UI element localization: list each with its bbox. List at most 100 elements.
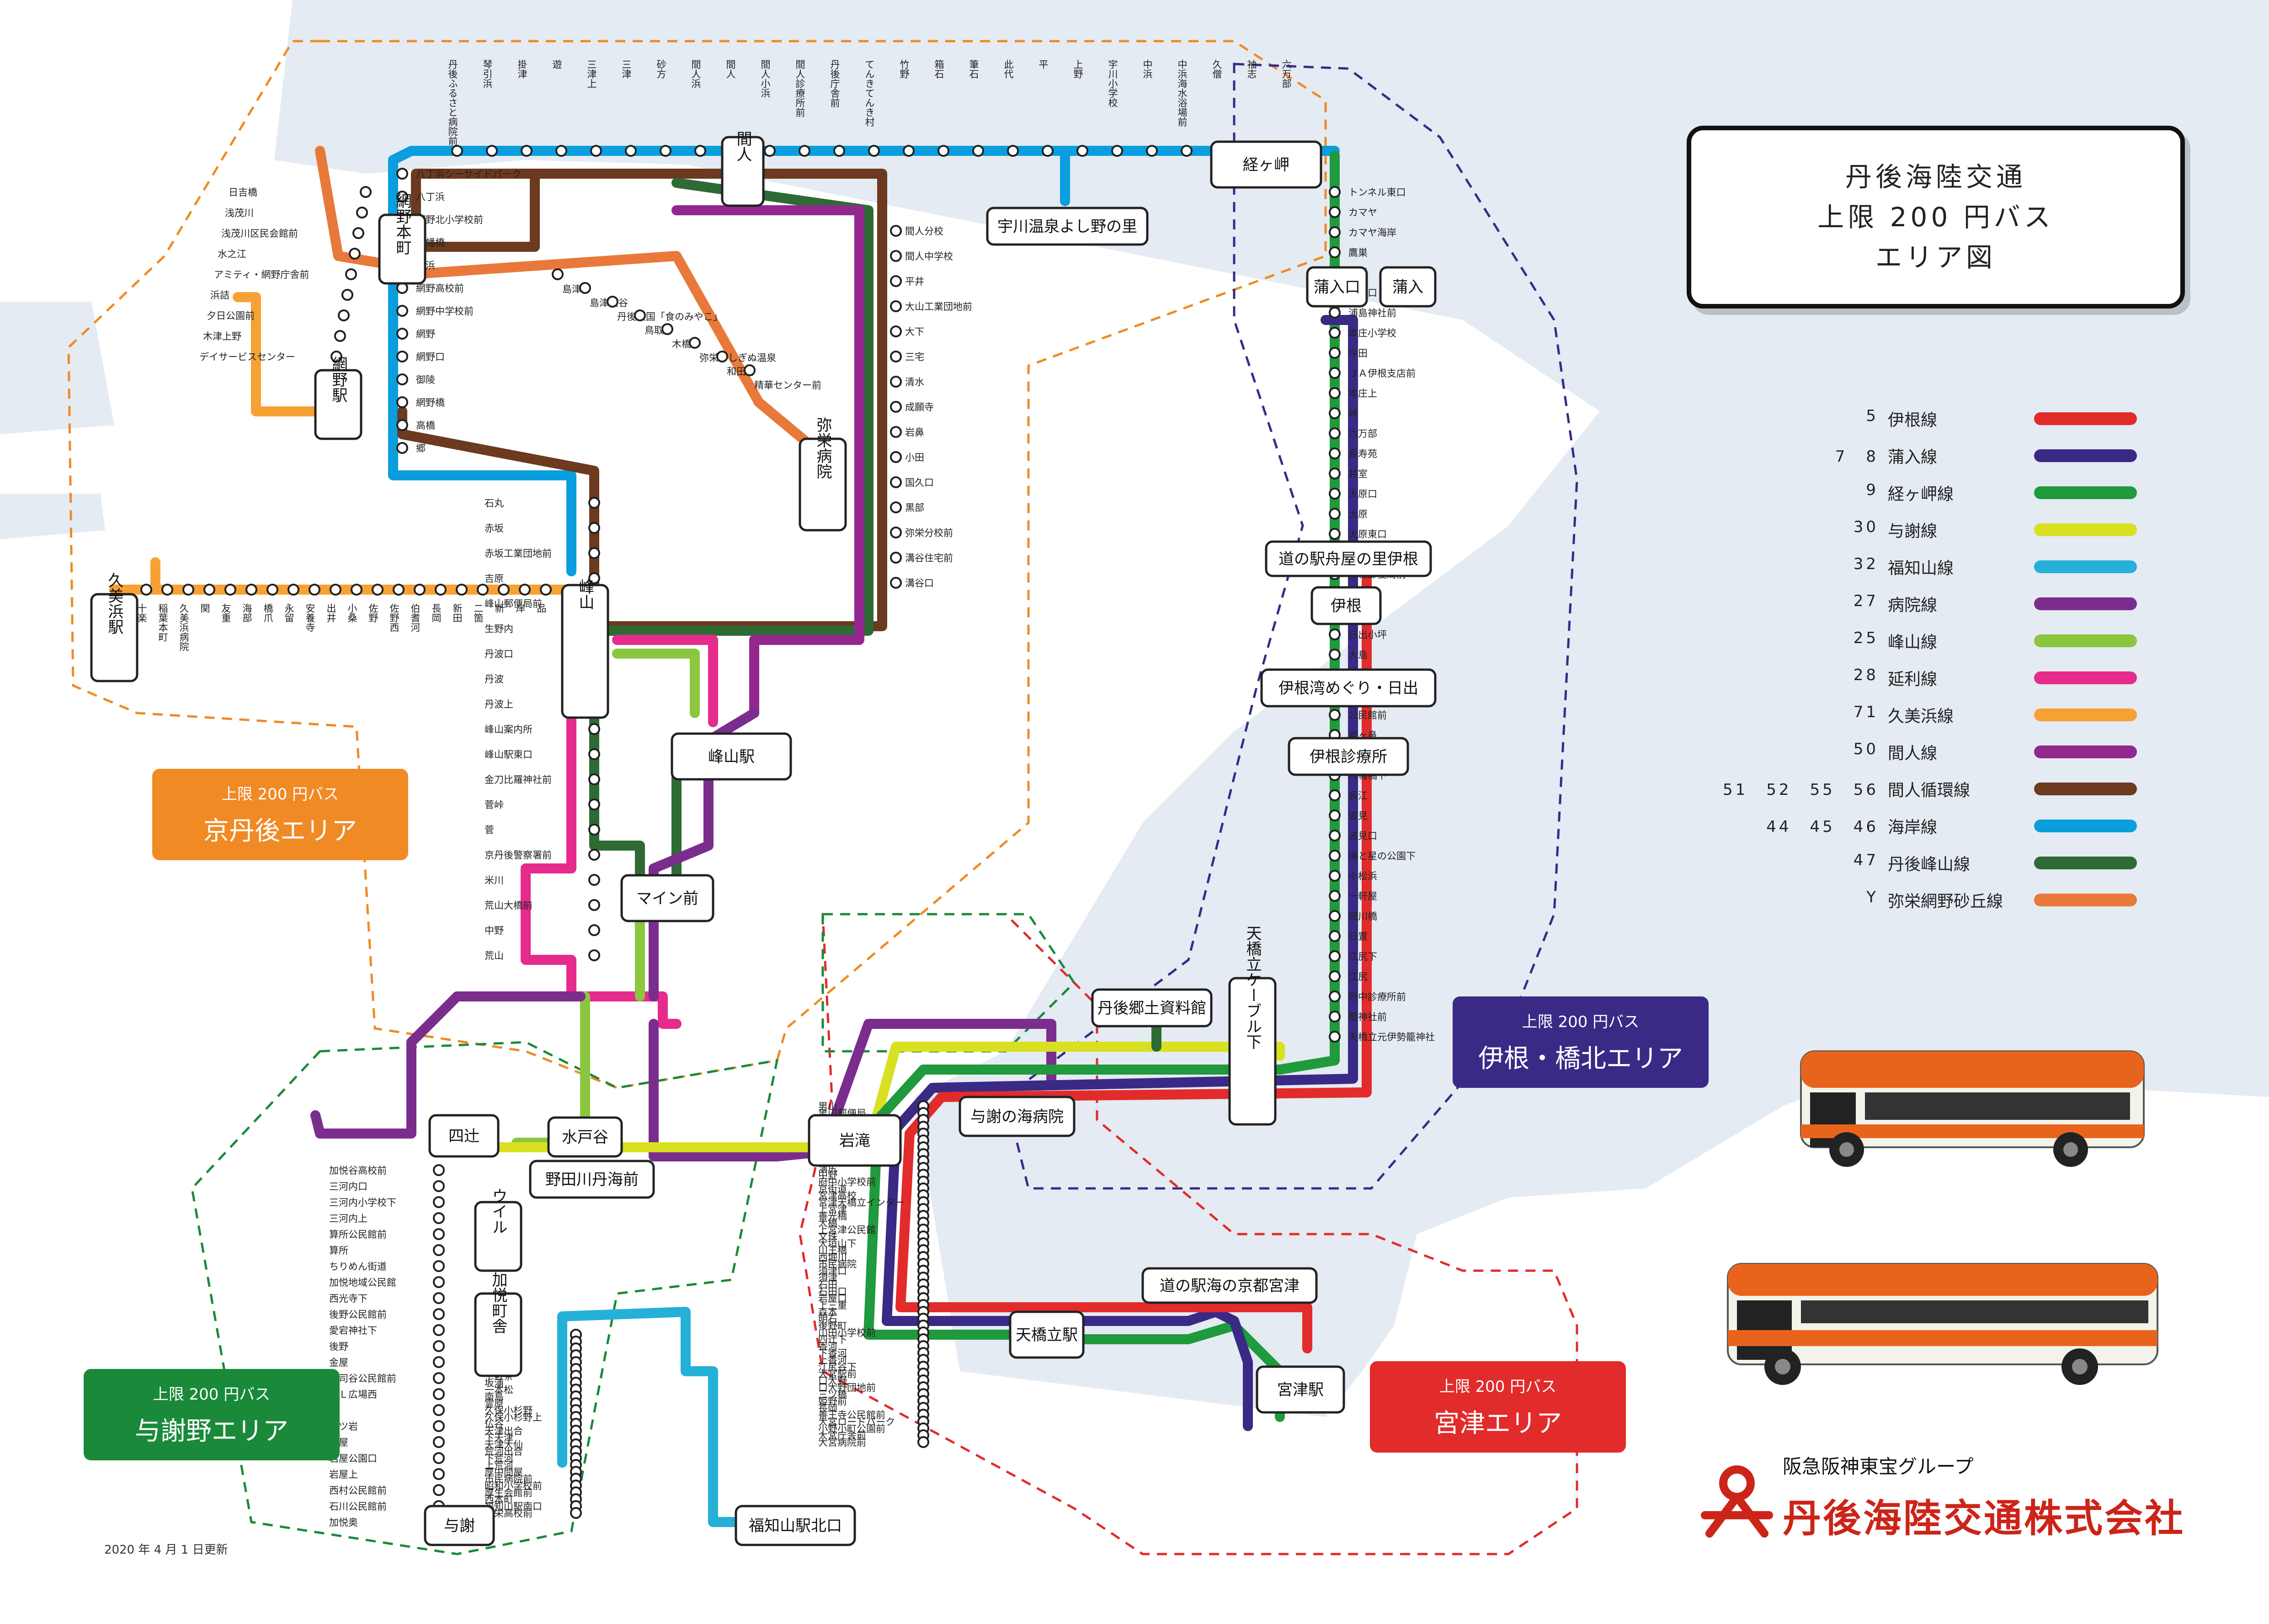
station-box xyxy=(474,1292,522,1377)
stop-label: 赤坂工業団地前 xyxy=(485,548,552,559)
title-line-1: 丹後海陸交通 xyxy=(1845,161,2026,192)
stop-dot xyxy=(1329,930,1341,942)
stop-dot xyxy=(660,145,671,157)
stop-label: 筆石 xyxy=(968,59,979,79)
stop-label: ちりめん街道 xyxy=(329,1261,387,1272)
stop-label: 市民病院 xyxy=(818,1259,857,1270)
area-kyotango-sub: 上限 200 円バス xyxy=(221,785,339,804)
stop-dot xyxy=(588,773,600,785)
stop-dot xyxy=(1329,387,1341,399)
stop-dot xyxy=(716,351,728,362)
stop-label: 木津上野 xyxy=(203,331,241,342)
stop-dot xyxy=(1329,327,1341,339)
stop-label: 橋爪 xyxy=(262,603,273,623)
legend-color-bar xyxy=(2034,671,2137,684)
station-name: 蒲入口 xyxy=(1314,278,1360,297)
stop-label: 大宮ロードパーク xyxy=(818,1416,895,1427)
stop-label: 荒山大橋前 xyxy=(485,900,533,911)
stop-label: 精華センター前 xyxy=(754,380,821,391)
stop-dot xyxy=(1329,950,1341,962)
stop-label: 荒河出合 xyxy=(485,1446,523,1457)
stop-dot xyxy=(1329,809,1341,821)
station-nodagawa: 野田川丹海前 xyxy=(529,1160,655,1199)
station-box xyxy=(314,369,362,440)
stop-label: 久美浜病院 xyxy=(178,603,189,651)
stop-label: 鷹巣 xyxy=(1348,247,1368,258)
legend-route-number: 50 xyxy=(1853,740,1879,758)
station-kumihama-eki: 久美浜駅 xyxy=(90,572,138,682)
stop-dot xyxy=(1329,970,1341,982)
stop-dot xyxy=(634,309,646,321)
stop-label: 上司谷公民館前 xyxy=(329,1373,396,1384)
stop-label: 西光寺下 xyxy=(329,1293,368,1304)
stop-label: 大宮駅前 xyxy=(818,1368,857,1379)
station-name: 四辻 xyxy=(448,1127,479,1145)
station-box xyxy=(1260,668,1437,708)
stop-label: 成願寺 xyxy=(905,402,934,413)
stop-label: 菅峠 xyxy=(485,799,504,810)
legend-color-bar xyxy=(2034,412,2137,425)
stop-label: 弥栄あしぎぬ温泉 xyxy=(699,352,776,363)
legend-route-name: 丹後峰山線 xyxy=(1888,855,1971,874)
station-box xyxy=(1288,737,1409,776)
stop-dot xyxy=(588,824,600,836)
stop-label: 清水 xyxy=(905,377,924,388)
stop-dot xyxy=(451,145,463,157)
legend-row: 30 与謝線 xyxy=(1700,513,2157,550)
station-box xyxy=(721,136,765,207)
station-box xyxy=(808,1114,902,1167)
stop-label: 三宅 xyxy=(905,351,924,362)
ine-outline xyxy=(1004,63,1578,1190)
stop-label: 善王寺公民館前 xyxy=(818,1410,885,1421)
station-name: 天橋立ケーブル下 xyxy=(1243,925,1262,1049)
stop-label: 平井 xyxy=(905,276,924,287)
stop-label: 天津出合 xyxy=(485,1426,523,1437)
stop-dot xyxy=(1329,709,1341,721)
stop-dot xyxy=(396,191,408,202)
stop-dot xyxy=(1329,1011,1341,1022)
stop-dot xyxy=(890,275,902,287)
stop-label: 天橋立元伊勢籠神社 xyxy=(1348,1032,1435,1043)
station-name: 宮津駅 xyxy=(1277,1381,1324,1399)
stop-dot xyxy=(1329,789,1341,801)
stop-label: カマヤ xyxy=(1348,207,1377,218)
stop-label: 本庄上 xyxy=(1348,388,1377,399)
stop-label: 六万部 xyxy=(1281,59,1292,88)
area-ine-main: 伊根・橋北エリア xyxy=(1478,1044,1683,1074)
legend-color-bar xyxy=(2034,560,2137,573)
stop-label: 市民病院前 xyxy=(485,1474,533,1485)
stop-label: 府中小学校前 xyxy=(818,1177,876,1187)
stop-label: 網野北小学校前 xyxy=(416,214,483,225)
stop-label: 網野中学校前 xyxy=(416,306,474,317)
legend-route-number: 30 xyxy=(1853,518,1879,536)
station-michinoeki-miyazu: 道の駅海の京都宮津 xyxy=(1141,1267,1318,1304)
stop-dot xyxy=(890,577,902,589)
stop-label: 浅茂川区民会館前 xyxy=(221,228,298,239)
stop-label: 中浜海水浴場前 xyxy=(1177,59,1188,127)
stop-dot xyxy=(579,282,591,294)
station-box xyxy=(1009,1310,1085,1359)
station-yosa: 与謝 xyxy=(424,1505,495,1546)
area-miyazu: 上限 200 円バス 宮津エリア xyxy=(1370,1361,1626,1453)
stop-label: 坂浦 xyxy=(485,1378,504,1389)
stop-label: 森本 xyxy=(818,1307,837,1318)
route-enri xyxy=(521,635,718,1029)
stop-label: 網野口 xyxy=(416,351,445,362)
stop-dot xyxy=(1181,145,1193,157)
stop-label: 籠神社前 xyxy=(1348,1012,1387,1022)
stop-label: 吉原 xyxy=(485,573,504,584)
stop-label: 算所 xyxy=(329,1245,348,1256)
stop-label: 厚中問屋 xyxy=(485,1467,523,1478)
stop-dot xyxy=(1111,145,1123,157)
stop-label: 丹後庁舎前 xyxy=(829,59,840,107)
legend-color-bar xyxy=(2034,857,2137,869)
stop-label: 佐野 xyxy=(368,603,378,623)
stop-dot xyxy=(799,145,810,157)
stop-dot xyxy=(937,145,949,157)
stop-dot xyxy=(396,419,408,431)
stop-label: 江尻 xyxy=(1348,971,1368,982)
stop-label: 遊 xyxy=(551,59,562,69)
legend-route-name: 与謝線 xyxy=(1888,522,1938,541)
stop-label: 厚生会館前 xyxy=(485,1487,533,1498)
